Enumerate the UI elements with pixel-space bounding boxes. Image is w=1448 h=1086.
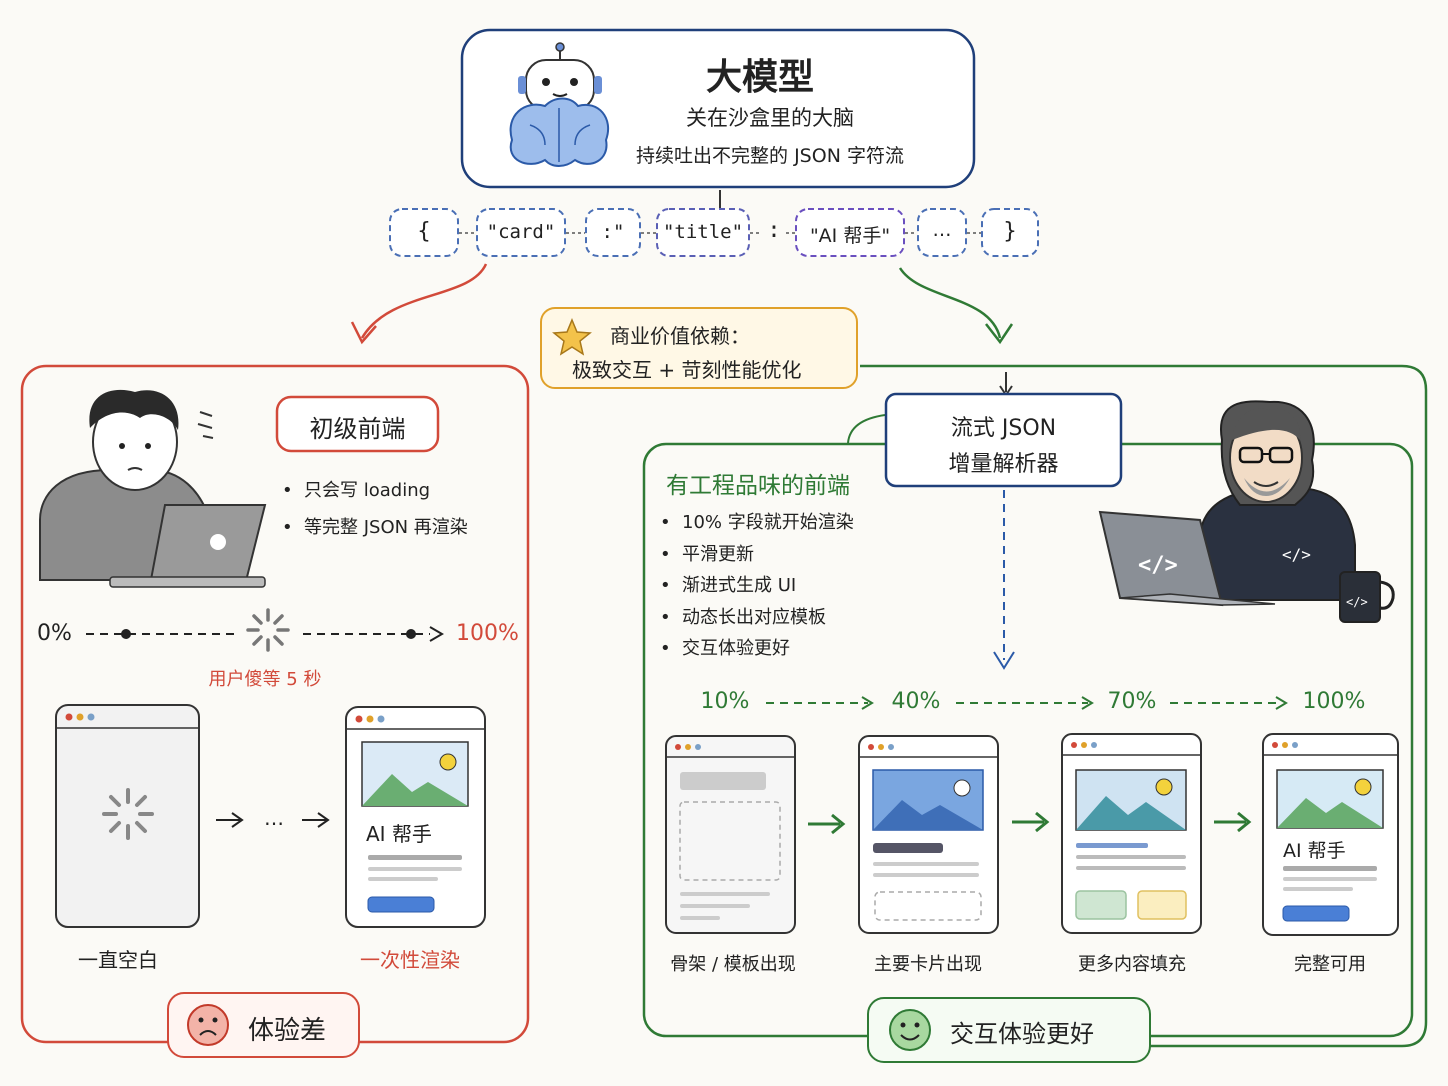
step-caption-2: 主要卡片出现 (874, 954, 982, 975)
happy-face-icon (889, 1009, 931, 1051)
token-box-6 (917, 208, 967, 257)
junior-bullet: 只会写 loading (282, 472, 522, 509)
parser-box (884, 392, 1123, 488)
token-7: } (1003, 219, 1017, 244)
token-5: "AI 帮手" (809, 225, 891, 247)
svg-text:</>: </> (1282, 545, 1311, 564)
senior-verdict: 交互体验更好 (950, 1020, 1094, 1048)
step-pct-2: 40% (891, 689, 941, 714)
step-caption-3: 更多内容填充 (1078, 954, 1186, 975)
wait-note: 用户傻等 5 秒 (208, 669, 322, 690)
step-caption-4: 完整可用 (1294, 954, 1366, 975)
parser-line2: 增量解析器 (948, 452, 1059, 477)
business-box (540, 307, 858, 389)
progress-start-label: 0% (37, 621, 72, 646)
token-box-5 (795, 208, 905, 257)
junior-ellipsis: … (264, 806, 284, 830)
progress-end-label: 100% (456, 621, 519, 646)
browser-skeleton (665, 735, 796, 934)
sad-face-icon (187, 1004, 229, 1046)
token-box-2 (585, 208, 641, 257)
junior-card-title: AI 帮手 (366, 822, 432, 846)
senior-verdict-box (867, 997, 1151, 1063)
step-pct-3: 70% (1107, 689, 1157, 714)
parser-line1: 流式 JSON (950, 416, 1057, 441)
token-1: "card" (486, 221, 556, 243)
browser-more-content (1061, 733, 1202, 934)
llm-desc: 持续吐出不完整的 JSON 字符流 (636, 145, 904, 167)
senior-bullet: 交互体验更好 (660, 633, 940, 665)
caption-blank: 一直空白 (78, 948, 158, 972)
junior-person-illustration (39, 389, 267, 588)
senior-bullets: 10% 字段就开始渲染 平滑更新 渐进式生成 UI 动态长出对应模板 交互体验更… (660, 507, 940, 665)
browser-complete-junior (345, 706, 486, 928)
progress-dot-start (121, 629, 131, 639)
svg-text:</>: </> (1138, 553, 1178, 578)
senior-bullet: 10% 字段就开始渲染 (660, 507, 940, 539)
senior-label: 有工程品味的前端 (666, 473, 850, 499)
senior-person-illustration: </> </> </> (1098, 400, 1395, 623)
browser-complete-senior (1262, 733, 1399, 936)
step-pct-4: 100% (1302, 689, 1366, 714)
star-icon (552, 318, 592, 356)
junior-label-box (275, 395, 440, 453)
token-box-1 (476, 208, 566, 257)
spinner-icon (246, 608, 290, 652)
senior-bullet: 渐进式生成 UI (660, 570, 940, 602)
token-6: … (932, 219, 952, 241)
junior-verdict: 体验差 (248, 1016, 327, 1046)
svg-text:</>: </> (1346, 595, 1368, 609)
business-line1: 商业价值依赖： (610, 324, 750, 348)
llm-subtitle: 关在沙盒里的大脑 (686, 106, 854, 130)
browser-main-card (858, 735, 999, 934)
junior-bullet: 等完整 JSON 再渲染 (282, 509, 522, 546)
token-4: : (762, 218, 786, 243)
token-box-3 (656, 208, 750, 257)
token-3: "title" (662, 221, 744, 243)
token-2: :" (601, 221, 625, 243)
business-line2: 极致交互 + 苛刻性能优化 (572, 358, 802, 382)
token-0: { (417, 219, 431, 244)
browser-blank (55, 704, 200, 928)
caption-once: 一次性渲染 (360, 948, 460, 972)
token-box-7 (981, 208, 1039, 257)
senior-bullet: 平滑更新 (660, 539, 940, 571)
step-pct-1: 10% (700, 689, 750, 714)
llm-title: 大模型 (705, 57, 814, 98)
token-box-0 (389, 208, 459, 257)
robot-brain-icon (509, 42, 609, 167)
junior-bullets: 只会写 loading 等完整 JSON 再渲染 (282, 472, 522, 546)
right-outer-panel (860, 364, 1428, 1048)
step-caption-1: 骨架 / 模板出现 (670, 954, 796, 975)
progress-dot-end (406, 629, 416, 639)
senior-card-title: AI 帮手 (1283, 840, 1346, 862)
senior-bullet: 动态长出对应模板 (660, 602, 940, 634)
junior-label: 初级前端 (309, 415, 406, 443)
